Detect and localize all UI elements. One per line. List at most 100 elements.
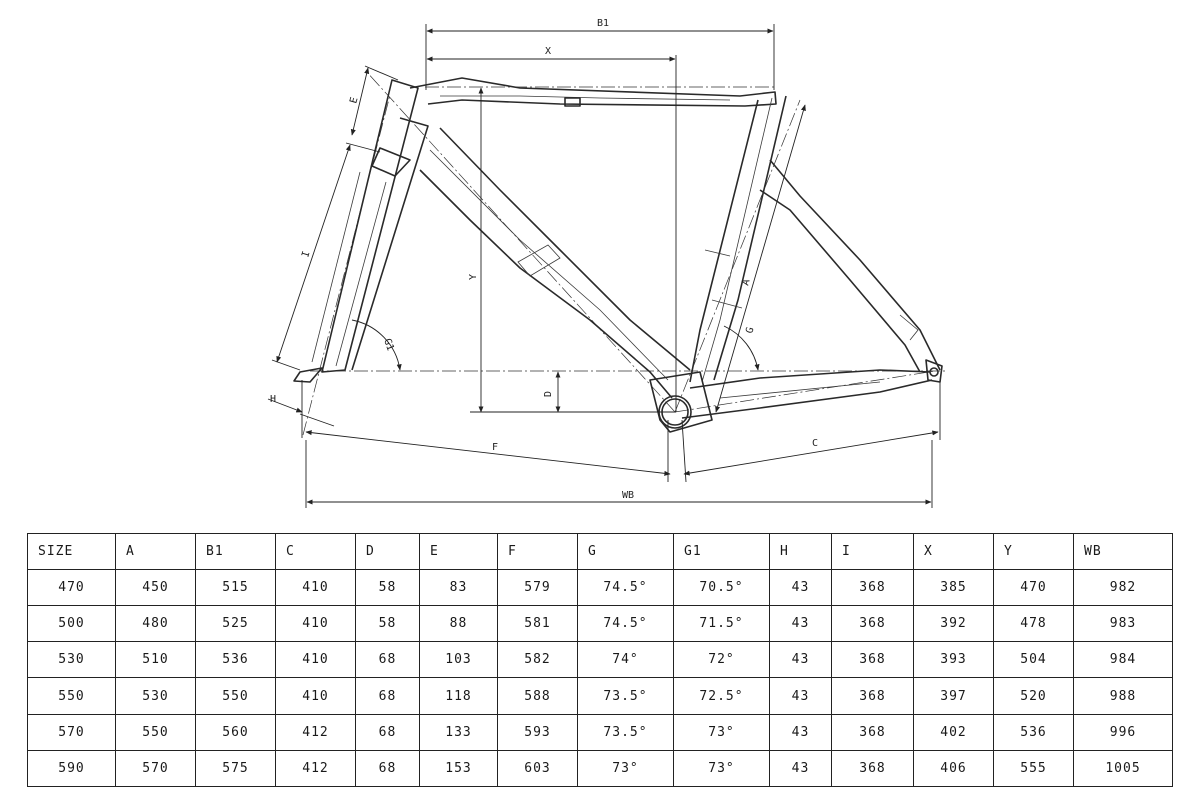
table-cell: 593 (497, 713, 578, 751)
table-cell: 103 (419, 641, 498, 679)
table-cell: 118 (419, 677, 498, 715)
table-cell: 58 (355, 605, 420, 643)
header-cell: F (497, 533, 578, 570)
table-cell: 412 (275, 713, 356, 751)
table-cell: 73.5° (577, 677, 674, 715)
table-cell: 43 (769, 641, 832, 679)
table-cell: 68 (355, 713, 420, 751)
table-cell: 68 (355, 749, 420, 788)
table-cell: 590 (27, 749, 116, 788)
label-e: E (348, 96, 360, 105)
table-cell: 43 (769, 568, 832, 607)
header-cell: I (831, 533, 914, 570)
header-cell: G1 (673, 533, 770, 570)
table-cell: 73.5° (577, 713, 674, 751)
dimension-lines (267, 24, 941, 508)
table-cell: 73° (577, 749, 674, 788)
header-cell: H (769, 533, 832, 570)
header-cell: X (913, 533, 994, 570)
geometry-table: SIZE A B1 C D E F G G1 H I X Y WB 470 450… (27, 533, 1173, 788)
label-x: X (545, 46, 551, 57)
header-cell: C (275, 533, 356, 570)
table-cell: 392 (913, 605, 994, 643)
label-g: G (744, 326, 756, 335)
table-cell: 520 (993, 677, 1074, 715)
table-cell: 581 (497, 605, 578, 643)
table-cell: 43 (769, 749, 832, 788)
table-cell: 579 (497, 568, 578, 607)
table-cell: 153 (419, 749, 498, 788)
table-cell: 410 (275, 568, 356, 607)
table-cell: 385 (913, 568, 994, 607)
table-cell: 410 (275, 605, 356, 643)
table-cell: 550 (195, 677, 276, 715)
header-cell: A (115, 533, 196, 570)
table-cell: 570 (115, 749, 196, 788)
table-cell: 480 (115, 605, 196, 643)
table-cell: 368 (831, 677, 914, 715)
header-cell: G (577, 533, 674, 570)
table-cell: 368 (831, 641, 914, 679)
label-c: C (812, 438, 818, 449)
bike-frame (293, 77, 943, 433)
table-cell: 397 (913, 677, 994, 715)
table-cell: 575 (195, 749, 276, 788)
table-header-row: SIZE A B1 C D E F G G1 H I X Y WB (27, 533, 1173, 570)
table-cell: 530 (27, 641, 116, 679)
table-cell: 43 (769, 713, 832, 751)
table-cell: 588 (497, 677, 578, 715)
label-i: I (300, 250, 312, 259)
table-cell: 368 (831, 749, 914, 788)
table-cell: 582 (497, 641, 578, 679)
table-cell: 368 (831, 568, 914, 607)
table-cell: 68 (355, 677, 420, 715)
table-cell: 603 (497, 749, 578, 788)
header-cell: Y (993, 533, 1074, 570)
table-cell: 560 (195, 713, 276, 751)
table-cell: 43 (769, 605, 832, 643)
table-cell: 982 (1073, 568, 1173, 607)
table-cell: 368 (831, 713, 914, 751)
table-cell: 70.5° (673, 568, 770, 607)
table-cell: 504 (993, 641, 1074, 679)
table-cell: 525 (195, 605, 276, 643)
table-cell: 536 (195, 641, 276, 679)
table-cell: 470 (993, 568, 1074, 607)
center-lines (302, 69, 945, 436)
table-cell: 74.5° (577, 605, 674, 643)
table-cell: 984 (1073, 641, 1173, 679)
table-cell: 72.5° (673, 677, 770, 715)
table-cell: 74.5° (577, 568, 674, 607)
table-cell: 515 (195, 568, 276, 607)
header-cell: SIZE (27, 533, 116, 570)
table-cell: 58 (355, 568, 420, 607)
label-a: A (740, 278, 752, 287)
header-cell: E (419, 533, 498, 570)
table-cell: 83 (419, 568, 498, 607)
table-cell: 72° (673, 641, 770, 679)
table-cell: 71.5° (673, 605, 770, 643)
table-cell: 393 (913, 641, 994, 679)
table-cell: 510 (115, 641, 196, 679)
table-cell: 133 (419, 713, 498, 751)
header-cell: WB (1073, 533, 1173, 570)
table-cell: 530 (115, 677, 196, 715)
dimension-labels: B1 X E I Y A G G1 D H F C WB (270, 18, 818, 501)
table-cell: 368 (831, 605, 914, 643)
header-cell: B1 (195, 533, 276, 570)
frame-geometry-diagram: B1 X E I Y A G G1 D H F C WB (267, 18, 945, 508)
label-g1: G1 (381, 337, 395, 352)
table-cell: 500 (27, 605, 116, 643)
table-cell: 406 (913, 749, 994, 788)
table-cell: 536 (993, 713, 1074, 751)
table-cell: 412 (275, 749, 356, 788)
table-cell: 450 (115, 568, 196, 607)
table-cell: 988 (1073, 677, 1173, 715)
label-h: H (270, 394, 276, 405)
